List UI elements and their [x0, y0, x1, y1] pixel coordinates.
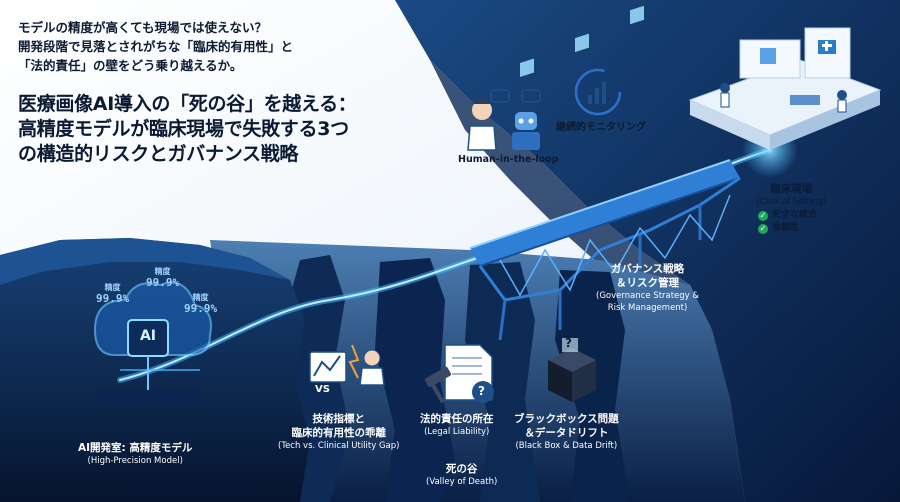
hospital-platform: [688, 27, 882, 150]
vs-text: VS: [315, 384, 330, 395]
clinical-checklist: ✓ 安全な統合 ✓ 信頼性: [758, 209, 817, 235]
accuracy-tag: 精度 99.9%: [146, 267, 180, 289]
title-line: 医療画像AI導入の「死の谷」を越える：: [18, 93, 357, 115]
data-cubes: [520, 5, 644, 78]
legal-question-mark: ?: [478, 384, 485, 398]
black-box-icon: [548, 338, 596, 402]
black-box-label: ブラックボックス問題 ＆データドリフト (Black Box & Data Dr…: [514, 413, 619, 451]
human-robot-icon: [467, 89, 541, 151]
accuracy-tag: 精度 99.9%: [184, 293, 218, 315]
monitoring-label: 継続的モニタリング: [556, 122, 646, 133]
check-icon: ✓: [758, 210, 768, 221]
blackbox-question-mark: ?: [565, 336, 572, 350]
intro-line: モデルの精度が高くても現場では使えない？: [18, 20, 268, 35]
check-item: ✓ 信頼性: [758, 223, 800, 234]
bridge: [469, 159, 741, 341]
intro-line: 「法的責任」の壁をどう乗り越えるか。: [18, 58, 243, 73]
ai-chip-text: AI: [139, 328, 157, 344]
main-title: 医療画像AI導入の「死の谷」を越える： 高精度モデルが臨床現場で失敗する3つ の…: [18, 92, 357, 167]
legal-liability-label: 法的責任の所在 (Legal Liability): [420, 413, 494, 437]
accuracy-tag: 精度 99.9%: [96, 283, 130, 305]
check-item: ✓ 安全な統合: [758, 210, 818, 221]
tech-clinical-gap-label: 技術指標と 臨床的有用性の乖離 (Tech vs. Clinical Utili…: [278, 413, 400, 451]
check-icon: ✓: [758, 223, 768, 234]
intro-line: 開発段階で見落とされがちな「臨床的有用性」と: [18, 39, 294, 54]
human-in-loop-label: Human-in-the-loop: [458, 154, 559, 165]
legal-document-icon: [424, 344, 494, 404]
ai-cloud-chip-icon: [93, 281, 212, 405]
title-line: の構造的リスクとガバナンス戦略: [18, 143, 299, 165]
valley-of-death-label: 死の谷 (Valley of Death): [426, 463, 498, 487]
ai-lab-label: AI開発室: 高精度モデル (High-Precision Model): [78, 442, 193, 466]
monitoring-chart-icon: [574, 68, 622, 116]
title-line: 高精度モデルが臨床現場で失敗する3つ: [18, 118, 349, 140]
governance-label: ガバナンス戦略 ＆リスク管理 (Governance Strategy & Ri…: [596, 263, 700, 313]
tech-vs-clinical-icon: [309, 344, 385, 386]
intro-text: モデルの精度が高くても現場では使えない？ 開発段階で見落とされがちな「臨床的有用…: [18, 18, 293, 75]
clinical-setting-label: 臨床現場 (Clinical Setting): [756, 183, 827, 207]
